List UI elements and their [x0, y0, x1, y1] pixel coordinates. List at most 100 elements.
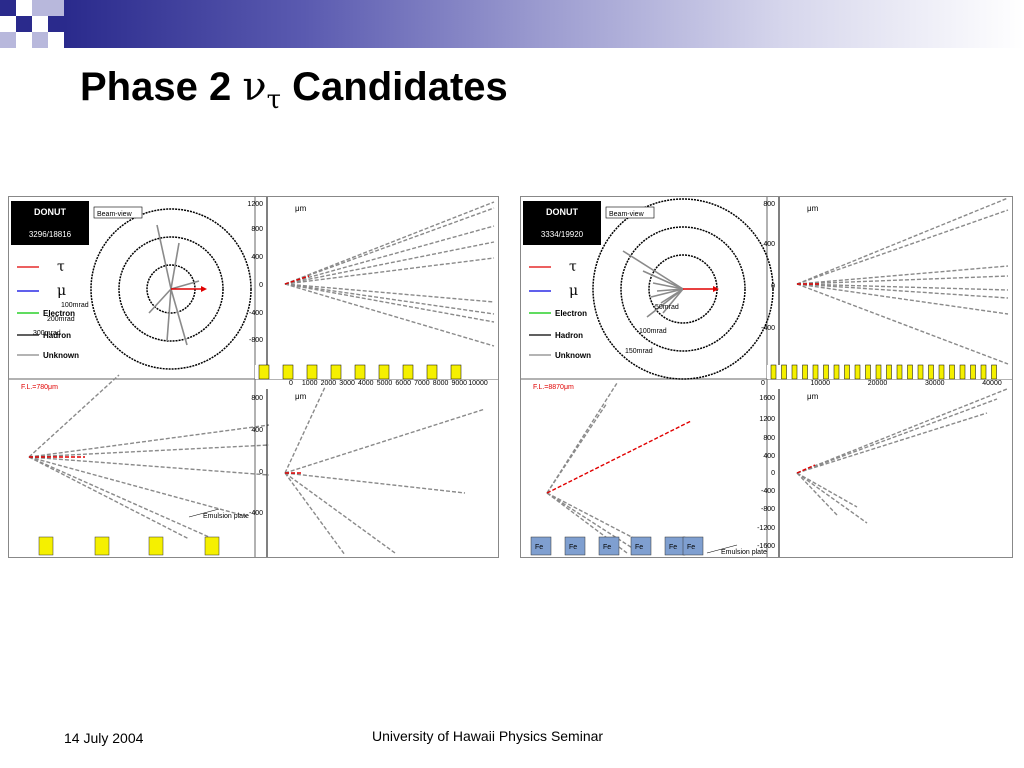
x-axis-emulsion-bar — [980, 364, 987, 380]
title-nu-symbol: ν — [242, 64, 267, 110]
ring-label: 100mrad — [61, 302, 89, 309]
top-view-track — [284, 283, 495, 347]
side-view-track — [28, 456, 270, 476]
x-axis-emulsion-bar — [970, 364, 976, 380]
bottom-view-y-tick: 800 — [763, 435, 775, 442]
x-axis-emulsion-bar — [854, 364, 861, 380]
top-view-y-tick: 400 — [763, 241, 775, 248]
side-view-track — [28, 444, 270, 458]
iron-label: Fe — [635, 544, 643, 551]
x-tick: 0 — [761, 380, 765, 387]
x-tick: 7000 — [414, 380, 430, 387]
beam-view-track — [622, 250, 684, 290]
beam-view-ring — [118, 236, 224, 342]
x-axis-emulsion-bar — [330, 364, 342, 380]
badge-title: DONUT — [34, 207, 66, 217]
bottom-view-unit: μm — [807, 392, 819, 401]
x-axis-emulsion-bar — [781, 364, 787, 380]
side-view-track — [546, 492, 648, 546]
x-axis-emulsion-bar — [928, 364, 934, 380]
top-view-track — [796, 283, 1009, 365]
bottom-view-track — [284, 408, 486, 474]
bottom-view-y-tick: 1600 — [759, 395, 775, 402]
beam-view-track — [642, 270, 684, 290]
side-view-iron-block — [682, 536, 704, 556]
bottom-view-track — [284, 472, 346, 556]
x-axis-emulsion-bar — [886, 364, 892, 380]
x-tick: 5000 — [377, 380, 393, 387]
top-view-track — [284, 283, 495, 315]
beam-view-tau-arrowhead — [713, 286, 719, 292]
top-view-track — [796, 283, 1009, 315]
legend-label: Unknown — [43, 351, 79, 360]
flight-length: F.L.=8870μm — [533, 384, 574, 391]
bottom-view-y-tick: -800 — [761, 506, 775, 513]
deco-square-2 — [16, 0, 32, 16]
top-view-track — [796, 275, 1009, 285]
beam-view-track — [156, 224, 172, 290]
x-tick: 20000 — [868, 380, 888, 387]
deco-square-9 — [32, 32, 48, 48]
x-axis-emulsion-bar — [770, 364, 777, 380]
badge-event-number: 3334/19920 — [541, 230, 584, 239]
bottom-view-y-tick: -1600 — [757, 543, 775, 550]
side-view-tau-track — [546, 420, 692, 494]
x-tick: 40000 — [982, 380, 1002, 387]
top-view-y-tick: -400 — [761, 325, 775, 332]
beam-view-track — [148, 288, 172, 314]
x-axis-emulsion-bar — [907, 364, 913, 380]
emulsion-pointer — [188, 508, 220, 518]
top-view-track — [284, 225, 495, 285]
x-axis-emulsion-bar — [844, 364, 850, 380]
emulsion-pointer — [706, 544, 738, 554]
beam-view-label: Beam-view — [609, 211, 645, 218]
event-badge — [523, 201, 601, 245]
beam-view-track — [166, 288, 172, 342]
footer-seminar: University of Hawaii Physics Seminar — [372, 728, 604, 744]
top-view-y-tick: 0 — [771, 283, 775, 290]
side-view-track — [28, 456, 210, 538]
side-view-emulsion-plate — [38, 536, 54, 556]
bottom-view-y-tick: -400 — [249, 510, 263, 517]
side-view-iron-block — [530, 536, 552, 556]
top-view-tau-track — [284, 275, 310, 285]
bottom-view-unit: μm — [295, 392, 307, 401]
top-view-track — [284, 283, 495, 303]
top-view-track — [796, 283, 1009, 299]
bottom-view-track — [796, 412, 988, 474]
top-view-y-tick: -400 — [249, 310, 263, 317]
x-axis-emulsion-bar — [306, 364, 318, 380]
side-view-emulsion-plate — [148, 536, 164, 556]
deco-square-8 — [0, 32, 16, 48]
x-axis-emulsion-bar — [282, 364, 294, 380]
beam-view-label-box — [605, 206, 655, 219]
bottom-view-y-tick: 800 — [251, 395, 263, 402]
header-gradient-band — [64, 0, 1024, 48]
x-axis-emulsion-bar — [875, 364, 882, 380]
deco-square-7 — [48, 16, 64, 32]
ring-label: 300mrad — [33, 330, 61, 337]
beam-view-track — [170, 288, 188, 346]
x-axis-emulsion-bar — [833, 364, 840, 380]
bottom-view-track — [284, 386, 326, 474]
side-view-track — [546, 492, 638, 552]
legend-symbol: μ — [57, 283, 66, 299]
x-tick: 2000 — [321, 380, 337, 387]
legend-label: Hadron — [43, 331, 71, 340]
side-view-iron-block — [598, 536, 620, 556]
top-view-y-tick: 800 — [251, 226, 263, 233]
x-axis-emulsion-bar — [823, 364, 829, 380]
legend-label: Unknown — [555, 351, 591, 360]
top-view-unit: μm — [295, 204, 307, 213]
bottom-view-track — [796, 472, 858, 508]
beam-view-track — [170, 242, 180, 290]
deco-square-6 — [32, 16, 48, 32]
bottom-view-track — [284, 472, 396, 554]
x-axis-emulsion-bar — [991, 364, 997, 380]
bottom-view-y-tick: 400 — [251, 427, 263, 434]
bottom-view-y-tick: -1200 — [757, 525, 775, 532]
badge-event-number: 3296/18816 — [29, 230, 72, 239]
iron-label: Fe — [669, 544, 677, 551]
